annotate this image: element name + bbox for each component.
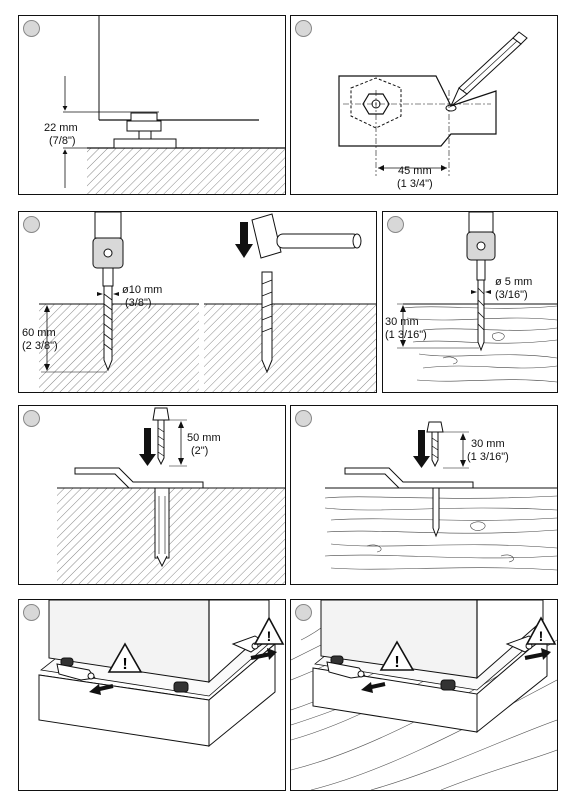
step-badge [23, 410, 40, 427]
svg-text:!: ! [394, 654, 399, 671]
direction-arrow-icon [413, 430, 430, 468]
warning-triangle-icon: ! [379, 640, 415, 671]
screw-length-mm-label: 30 mm [471, 438, 505, 450]
screw-concrete-drawing [57, 407, 285, 584]
screw-wood-drawing [324, 421, 557, 571]
direction-arrow-icon [139, 428, 156, 466]
panel-screw-concrete: 50 mm (2") [18, 405, 286, 585]
drill-diameter-inch-label: (3/8") [125, 297, 152, 309]
drill-icon [466, 212, 496, 352]
warning-triangle-icon: ! [525, 616, 557, 645]
panel-foot-height: 22 mm (7/8") [18, 15, 286, 195]
drill-icon [92, 212, 124, 372]
drill-depth-inch-label: (1 3/16") [385, 329, 427, 341]
dimension-mm-label: 22 mm [44, 122, 78, 134]
panel-fixed-concrete: ! ! [18, 599, 286, 791]
step-badge [295, 604, 312, 621]
drill-diameter-inch-label: (3/16") [495, 289, 528, 301]
direction-arrow-icon [524, 648, 551, 660]
marking-drawing [338, 31, 528, 176]
screw-length-inch-label: (1 3/16") [467, 451, 509, 463]
fixed-wood-drawing: ! ! [291, 600, 557, 790]
panel-drill-wood: ø 5 mm (3/16") 30 mm (1 3/16") [382, 211, 558, 393]
svg-text:!: ! [539, 628, 544, 644]
screw-length-mm-label: 50 mm [187, 432, 221, 444]
panel-screw-wood: 30 mm (1 3/16") [290, 405, 558, 585]
warning-triangle-icon: ! [107, 642, 143, 673]
direction-arrow-icon [250, 648, 277, 660]
drill-wood-drawing [397, 212, 557, 383]
warning-triangle-icon: ! [253, 616, 285, 645]
svg-text:!: ! [267, 628, 272, 644]
drill-diameter-mm-label: ø10 mm [122, 284, 163, 296]
fixed-concrete-drawing: ! ! [38, 600, 285, 748]
pencil-icon [449, 31, 528, 108]
foot-height-drawing [62, 16, 285, 194]
step-badge [23, 20, 40, 37]
panel-fixed-wood: ! ! [290, 599, 558, 791]
drill-concrete-drawing [39, 212, 376, 392]
direction-arrow-icon [89, 684, 114, 695]
dimension-inch-label: (1 3/4") [397, 178, 433, 190]
drill-depth-inch-label: (2 3/8") [22, 340, 58, 352]
direction-arrow-icon [361, 682, 386, 693]
drill-depth-mm-label: 30 mm [385, 316, 419, 328]
step-badge [387, 216, 404, 233]
panel-marking: 45 mm (1 3/4") [290, 15, 558, 195]
screw-length-inch-label: (2") [191, 445, 209, 457]
step-badge [295, 20, 312, 37]
drill-depth-mm-label: 60 mm [22, 327, 56, 339]
dimension-mm-label: 45 mm [398, 165, 432, 177]
drill-diameter-mm-label: ø 5 mm [495, 276, 533, 288]
panel-drill-concrete: ø10 mm (3/8") 60 mm (2 3/8") [18, 211, 377, 393]
direction-arrow-icon [235, 222, 253, 258]
hammer-icon [251, 213, 362, 259]
step-badge [23, 604, 40, 621]
svg-text:!: ! [122, 656, 127, 673]
step-badge [295, 410, 312, 427]
dimension-inch-label: (7/8") [49, 135, 76, 147]
step-badge [23, 216, 40, 233]
